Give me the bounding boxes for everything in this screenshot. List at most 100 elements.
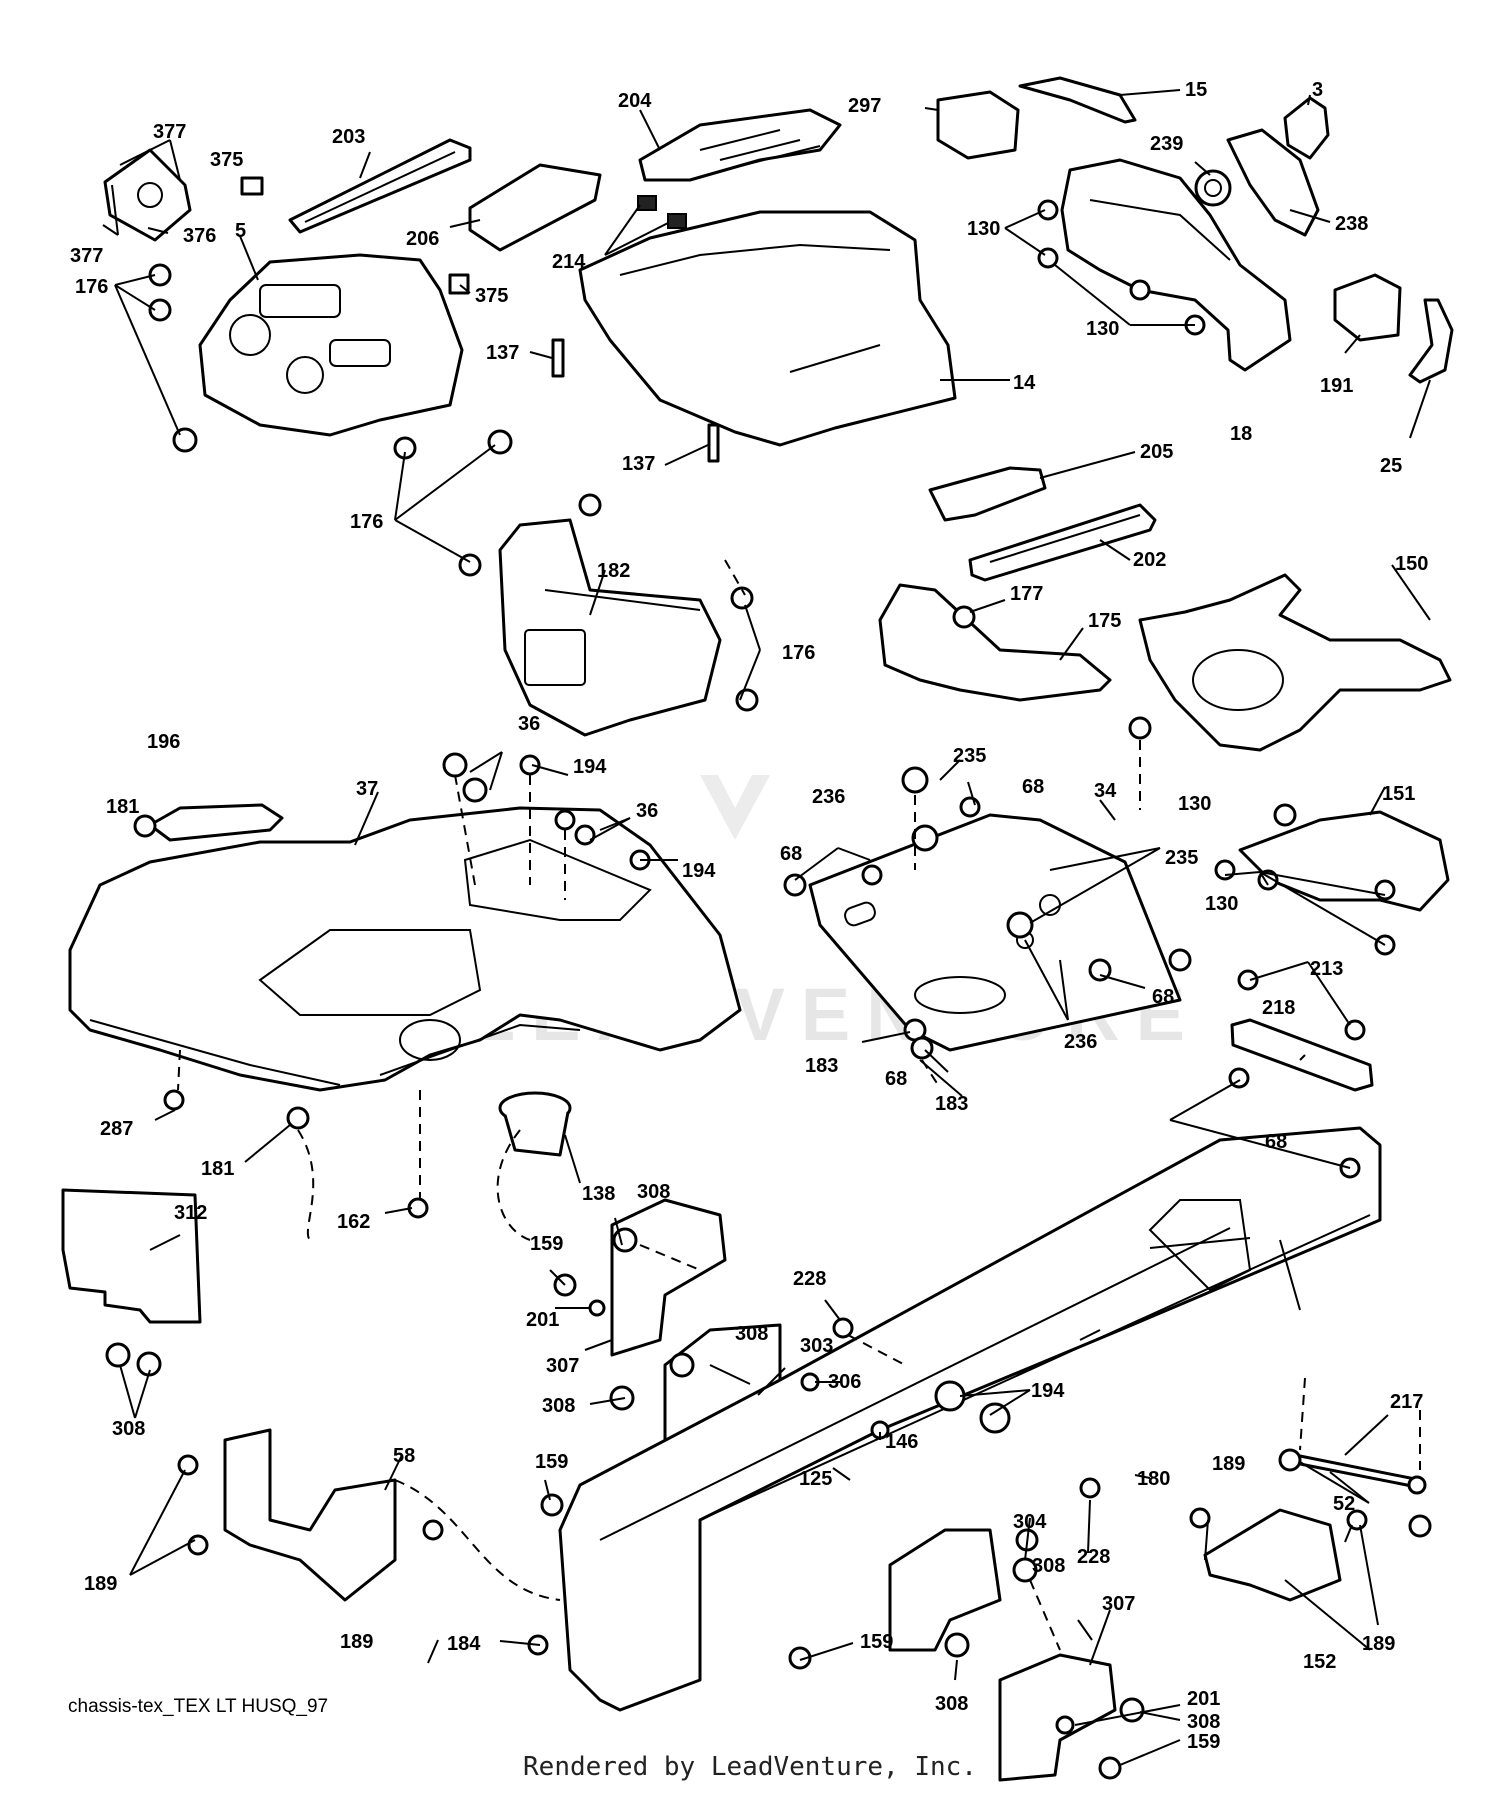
callout-308: 308 xyxy=(1032,1555,1065,1577)
part-5-dash-panel xyxy=(198,253,464,437)
callout-146: 146 xyxy=(885,1431,918,1453)
callout-180: 180 xyxy=(1137,1468,1170,1490)
callout-297: 297 xyxy=(848,95,881,117)
callout-308: 308 xyxy=(735,1323,768,1345)
callout-181: 181 xyxy=(106,796,139,818)
callout-125: 125 xyxy=(799,1468,832,1490)
callout-159: 159 xyxy=(530,1233,563,1255)
callout-34: 34 xyxy=(1094,780,1117,802)
callout-151: 151 xyxy=(1382,783,1415,805)
callout-238: 238 xyxy=(1335,213,1368,235)
part-238-lens xyxy=(1226,128,1320,237)
callout-150: 150 xyxy=(1395,553,1428,575)
part-138-grommet xyxy=(498,1091,572,1157)
callout-183: 183 xyxy=(805,1055,838,1077)
callout-159: 159 xyxy=(535,1451,568,1473)
callout-18: 18 xyxy=(1230,423,1252,445)
part-175-bracket xyxy=(878,583,1112,702)
callout-228: 228 xyxy=(1077,1546,1110,1568)
part-34-plate xyxy=(808,813,1182,1052)
callout-15: 15 xyxy=(1185,79,1207,101)
part-312-shield xyxy=(61,1188,202,1324)
callout-175: 175 xyxy=(1088,610,1121,632)
callout-307: 307 xyxy=(546,1355,579,1377)
callout-205: 205 xyxy=(1140,441,1173,463)
callout-159: 159 xyxy=(1187,1731,1220,1753)
callout-176: 176 xyxy=(350,511,383,533)
callout-308: 308 xyxy=(935,1693,968,1715)
callout-236: 236 xyxy=(1064,1031,1097,1053)
callout-203: 203 xyxy=(332,126,365,148)
part-180-frame xyxy=(558,1126,1382,1712)
callout-25: 25 xyxy=(1380,455,1402,477)
part-18-headlight-housing xyxy=(1060,158,1292,372)
leader-lines xyxy=(102,89,1431,1766)
callout-176: 176 xyxy=(782,642,815,664)
callout-183: 183 xyxy=(935,1093,968,1115)
render-credit: Rendered by LeadVenture, Inc. xyxy=(523,1752,977,1782)
callout-137: 137 xyxy=(622,453,655,475)
part-377-bracket xyxy=(103,148,192,242)
callout-189: 189 xyxy=(340,1631,373,1653)
part-203-strip xyxy=(288,138,472,234)
callout-235: 235 xyxy=(953,745,986,767)
callout-14: 14 xyxy=(1013,372,1036,394)
part-14-hood xyxy=(578,210,957,447)
callout-182: 182 xyxy=(597,560,630,582)
callout-201: 201 xyxy=(526,1309,559,1331)
callout-235: 235 xyxy=(1165,847,1198,869)
callout-138: 138 xyxy=(582,1183,615,1205)
part-37-fender xyxy=(68,806,742,1092)
callout-191: 191 xyxy=(1320,375,1353,397)
callout-239: 239 xyxy=(1150,133,1183,155)
part-297-block xyxy=(936,90,1020,160)
part-206-trim xyxy=(468,163,602,252)
part-204-grille xyxy=(638,108,842,182)
callout-218: 218 xyxy=(1262,997,1295,1019)
callout-137: 137 xyxy=(486,342,519,364)
part-196-knob xyxy=(148,803,284,842)
callout-196: 196 xyxy=(147,731,180,753)
callout-130: 130 xyxy=(1086,318,1119,340)
callout-377: 377 xyxy=(70,245,103,267)
part-218-plate xyxy=(1230,1018,1374,1092)
callout-308: 308 xyxy=(637,1181,670,1203)
diagram-code: chassis-tex_TEX LT HUSQ_97 xyxy=(68,1696,329,1717)
part-callouts: 377 377 375 203 204 297 15 3 239 238 5 3… xyxy=(70,79,1428,1753)
callout-375: 375 xyxy=(210,149,243,171)
callout-152: 152 xyxy=(1303,1651,1336,1673)
part-58-bracket xyxy=(223,1428,397,1602)
callout-181: 181 xyxy=(201,1158,234,1180)
callout-303: 303 xyxy=(800,1335,833,1357)
callout-308: 308 xyxy=(542,1395,575,1417)
callout-189: 189 xyxy=(1362,1633,1395,1655)
part-151-bracket xyxy=(1238,810,1450,912)
part-217-rod xyxy=(1278,1448,1427,1495)
callout-130: 130 xyxy=(1178,793,1211,815)
callout-213: 213 xyxy=(1310,958,1343,980)
callout-376: 376 xyxy=(183,225,216,247)
callout-236: 236 xyxy=(812,786,845,808)
callout-130: 130 xyxy=(967,218,1000,240)
callout-37: 37 xyxy=(356,778,378,800)
part-307-plate-upper xyxy=(610,1198,727,1357)
callout-217: 217 xyxy=(1390,1391,1423,1413)
callout-52: 52 xyxy=(1333,1493,1355,1515)
callout-176: 176 xyxy=(75,276,108,298)
callout-377: 377 xyxy=(153,121,186,143)
callout-130: 130 xyxy=(1205,893,1238,915)
callout-189: 189 xyxy=(84,1573,117,1595)
callout-68: 68 xyxy=(780,843,802,865)
callout-194: 194 xyxy=(1031,1380,1065,1402)
callout-36: 36 xyxy=(636,800,658,822)
callout-36: 36 xyxy=(518,713,540,735)
fastener-hardware xyxy=(105,199,1432,1780)
callout-162: 162 xyxy=(337,1211,370,1233)
callout-214: 214 xyxy=(552,251,586,273)
part-202-grille-strip xyxy=(968,503,1157,582)
callout-204: 204 xyxy=(618,90,652,112)
callout-308: 308 xyxy=(112,1418,145,1440)
callout-194: 194 xyxy=(573,756,607,778)
part-137-pin xyxy=(551,338,720,463)
